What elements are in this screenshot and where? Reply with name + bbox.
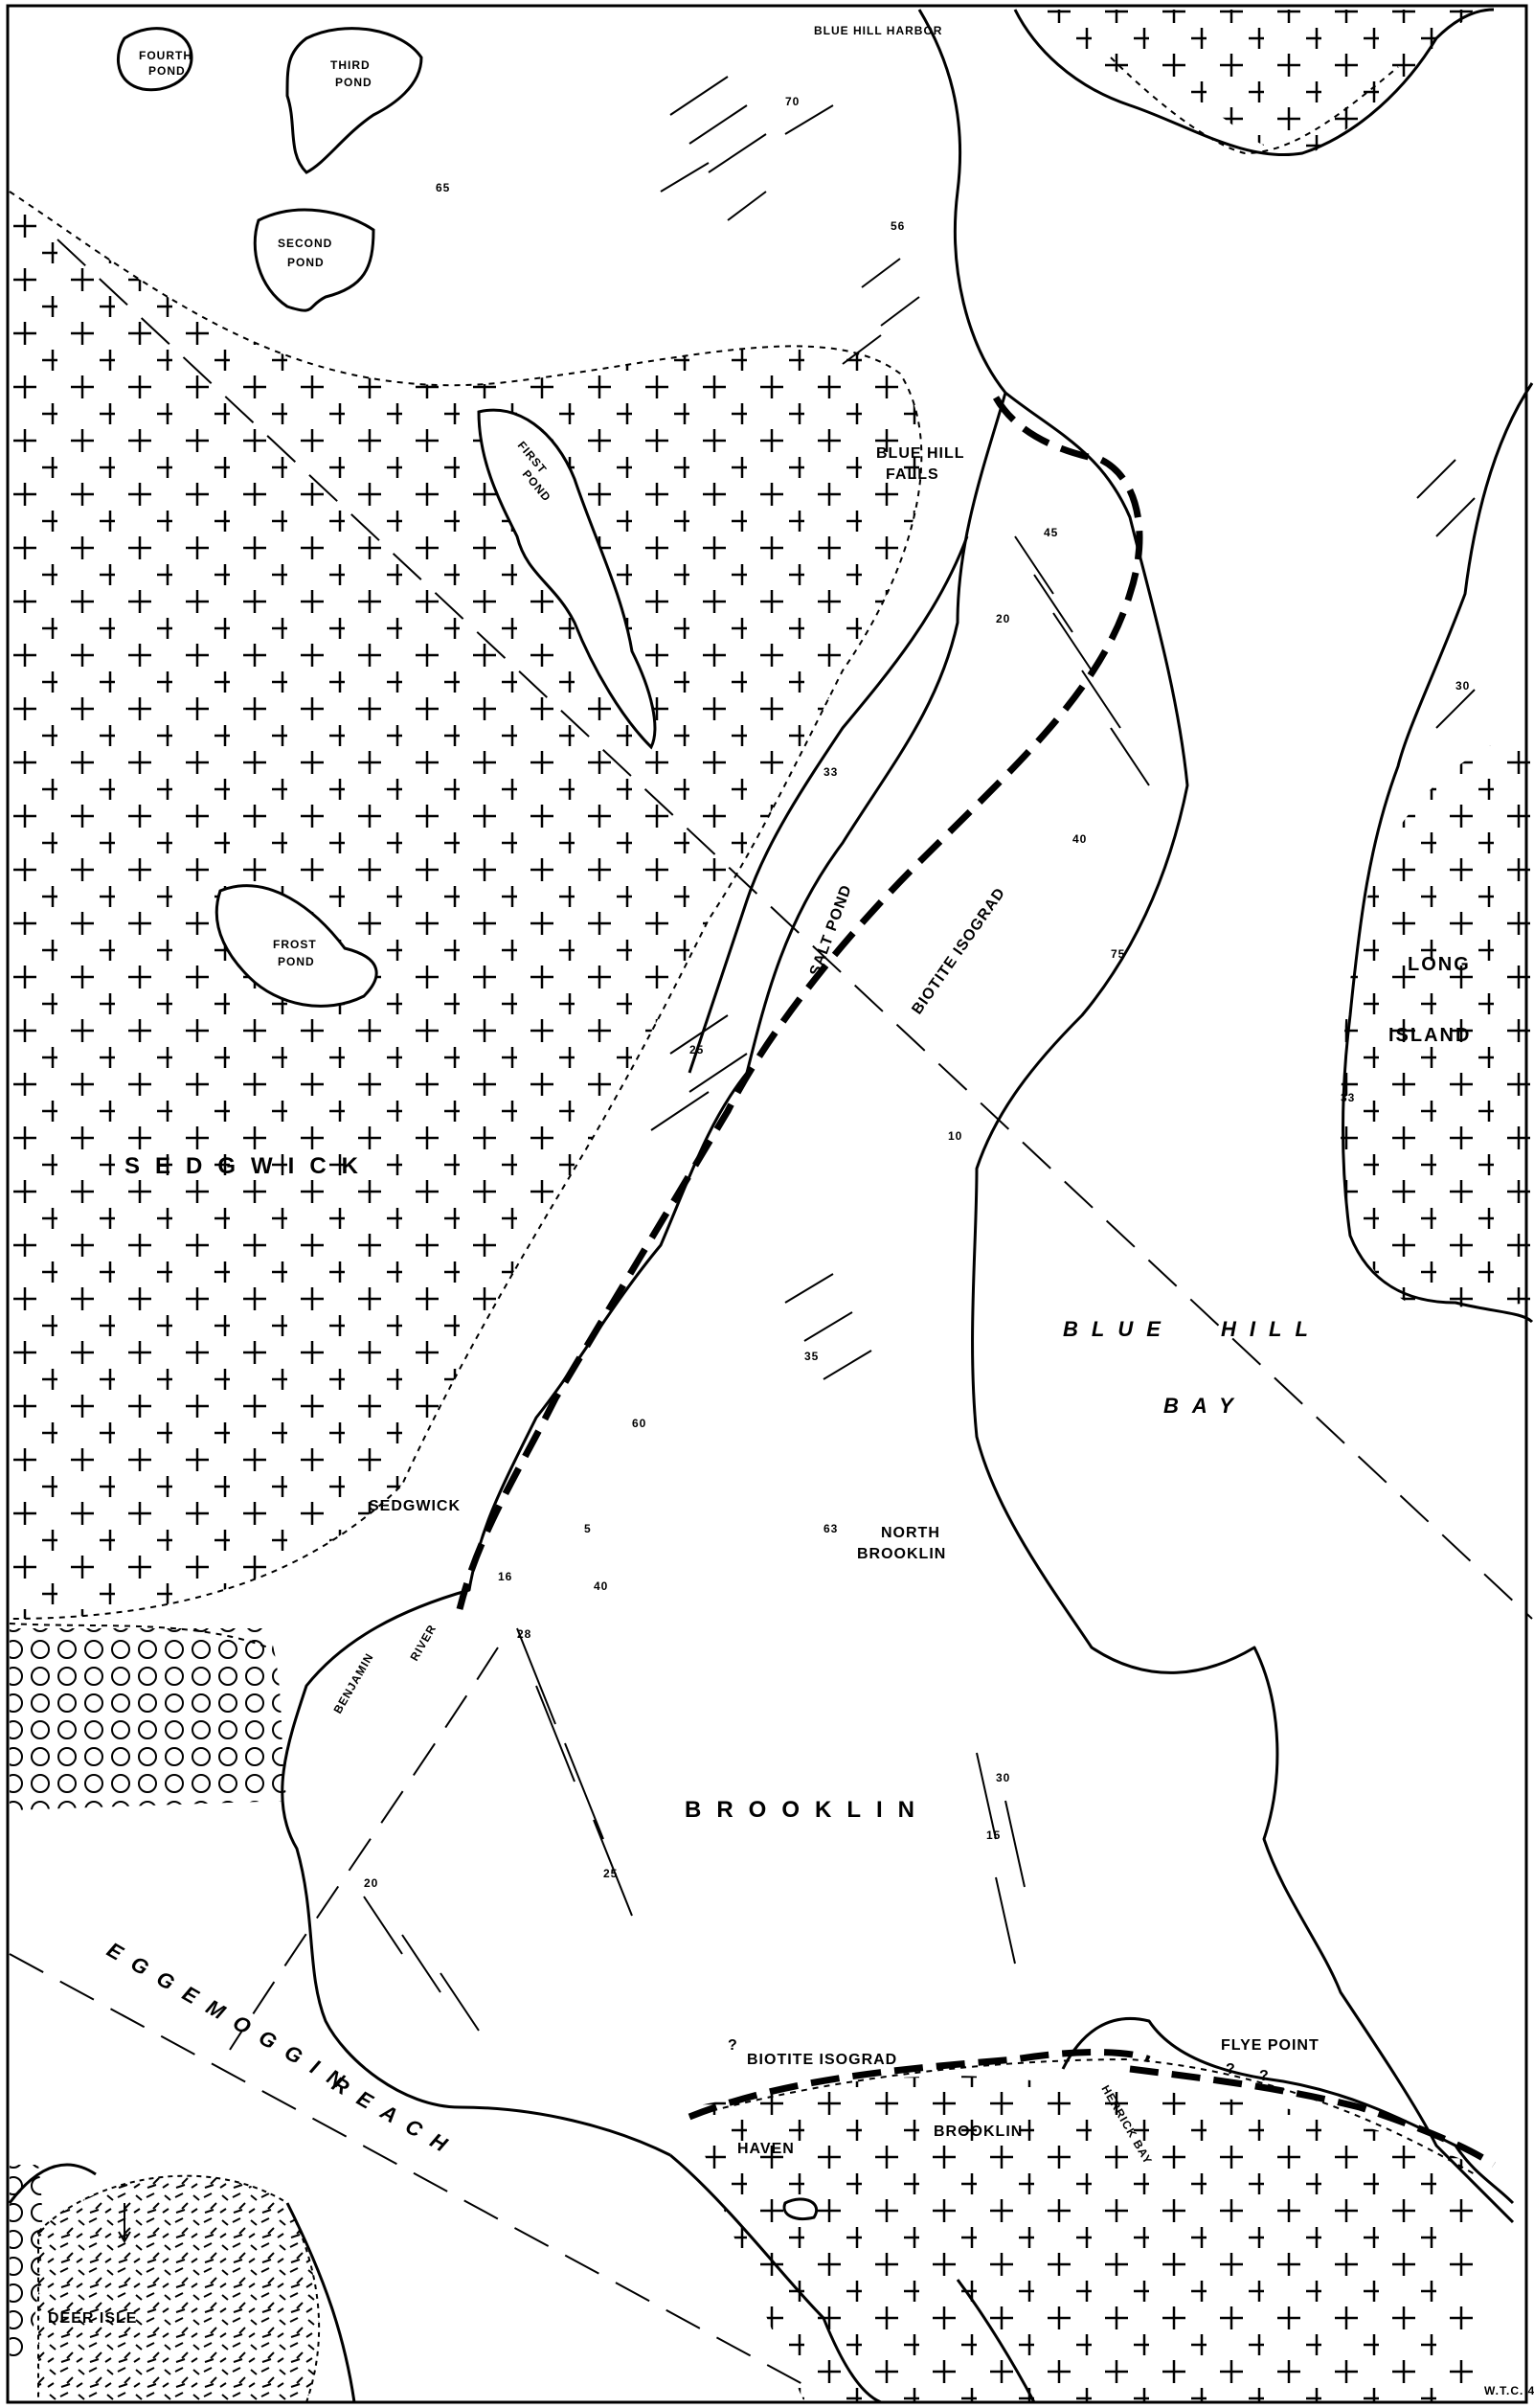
svg-text:30: 30 (996, 1771, 1010, 1784)
conglomerate-area (10, 1628, 287, 1810)
coastline-long-island (1342, 382, 1534, 1324)
label-biotite-isograd-south: BIOTITE ISOGRAD (747, 2052, 897, 2068)
label-second-pond-1: SECOND (278, 237, 332, 250)
coastline-blue-hill (1013, 8, 1495, 156)
label-blue-hill-harbor: BLUE HILL HARBOR (814, 24, 942, 37)
isograd-query-1: ? (728, 2037, 738, 2054)
first-pond (477, 408, 657, 750)
biotite-isograd-north (456, 396, 1143, 1610)
deer-isle-circles-area (10, 2165, 43, 2356)
blue-hill-granite-area (1025, 10, 1475, 155)
label-blue-hill-bay-1: BLUE (1063, 1317, 1174, 1341)
frost-pond (214, 884, 378, 1008)
svg-text:25: 25 (603, 1867, 618, 1880)
coastline-salt-pond (688, 535, 969, 1074)
coastline-west (281, 392, 1007, 2157)
grid-line-3 (229, 1647, 499, 2051)
coastline-flye-point (1061, 2016, 1515, 2205)
label-north-brooklin-1: NORTH (881, 1525, 940, 1541)
label-haven: HAVEN (737, 2141, 795, 2157)
small-island (782, 2197, 818, 2220)
label-brooklin-haven: BROOKLIN (934, 2124, 1023, 2140)
fourth-pond (116, 27, 193, 92)
grid-line-1 (56, 239, 1533, 1620)
label-long-island-1: LONG (1408, 954, 1471, 975)
label-fourth-pond-1: FOURTH (139, 49, 192, 62)
coastline-deer-isle (8, 2163, 356, 2403)
biotite-isograd-flye (1129, 2065, 1496, 2168)
svg-text:33: 33 (1341, 1091, 1355, 1104)
long-island-granite-area (1341, 728, 1532, 1307)
svg-text:40: 40 (1072, 832, 1087, 846)
label-frost-pond-1: FROST (273, 938, 317, 951)
blue-hill-contact (1110, 57, 1399, 155)
svg-text:63: 63 (823, 1522, 838, 1535)
grid-line-2 (9, 1953, 805, 2386)
label-north-brooklin-2: BROOKLIN (857, 1546, 946, 1562)
deer-isle-volcanics-area (37, 2174, 321, 2403)
isograd-query-3: ? (1259, 2068, 1270, 2084)
svg-text:75: 75 (1111, 947, 1125, 961)
label-blue-hill-falls-2: FALLS (886, 466, 939, 483)
svg-text:30: 30 (1455, 679, 1470, 693)
label-sedgwick-town: SEDGWICK (369, 1498, 461, 1514)
svg-text:20: 20 (364, 1876, 378, 1890)
third-pond (285, 27, 423, 174)
label-third-pond-1: THIRD (330, 58, 371, 72)
label-blue-hill-bay-3: BAY (1163, 1394, 1247, 1418)
foliation-group (363, 76, 1476, 2032)
svg-text:56: 56 (891, 219, 905, 233)
svg-text:28: 28 (517, 1627, 531, 1641)
label-blue-hill-bay-2: HILL (1221, 1317, 1321, 1341)
isograd-query-2: ? (1226, 2061, 1236, 2078)
coastline-east (971, 391, 1515, 2224)
svg-text:70: 70 (785, 95, 800, 108)
svg-text:33: 33 (823, 765, 838, 779)
label-blue-hill-falls-1: BLUE HILL (876, 445, 965, 462)
label-deer-isle: DEER ISLE (48, 2310, 137, 2327)
svg-text:5: 5 (584, 1522, 592, 1535)
svg-text:10: 10 (948, 1129, 962, 1143)
label-fourth-pond-2: POND (148, 64, 186, 78)
label-third-pond-2: POND (335, 76, 372, 89)
biotite-isograd-south (688, 2049, 1151, 2121)
sedgwick-granite-area (10, 192, 922, 1619)
svg-text:16: 16 (498, 1570, 512, 1583)
svg-text:65: 65 (436, 181, 450, 194)
svg-text:60: 60 (632, 1417, 646, 1430)
label-frost-pond-2: POND (278, 955, 315, 968)
coastline-south (669, 2153, 1036, 2404)
arrow-icon (118, 2203, 131, 2243)
label-second-pond-2: POND (287, 256, 325, 269)
label-flye-point: FLYE POINT (1221, 2037, 1320, 2054)
map-signature: W.T.C. 41 (1484, 2384, 1534, 2397)
brooklin-granite-area (689, 2076, 1475, 2402)
svg-text:40: 40 (594, 1579, 608, 1593)
second-pond (253, 208, 375, 312)
label-long-island-2: ISLAND (1388, 1025, 1471, 1046)
haven-contact (688, 2057, 1476, 2175)
strike-dip-symbols: 65 70 56 45 20 33 40 75 25 10 60 35 63 4… (364, 95, 1470, 1890)
svg-text:35: 35 (804, 1350, 819, 1363)
svg-text:20: 20 (996, 612, 1010, 625)
svg-text:15: 15 (986, 1829, 1001, 1842)
label-brooklin: BROOKLIN (685, 1797, 930, 1823)
svg-text:45: 45 (1044, 526, 1058, 539)
svg-text:25: 25 (689, 1043, 704, 1056)
coastline-north (917, 9, 1007, 394)
granite-contact-north (9, 191, 923, 1620)
label-sedgwick-region: SEDGWICK (124, 1153, 373, 1179)
